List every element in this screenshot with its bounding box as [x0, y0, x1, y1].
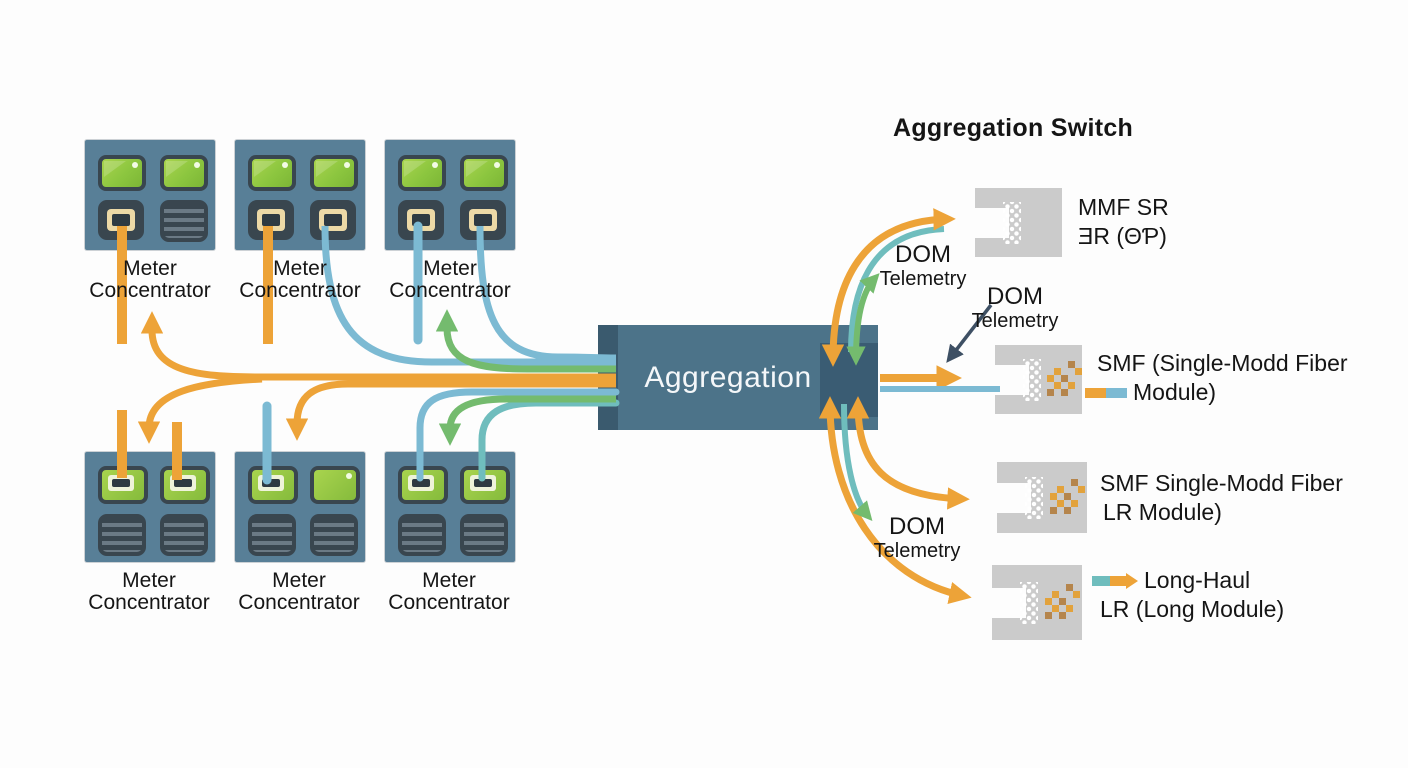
- smf-cable-legend-icon: [1085, 387, 1127, 398]
- diagram-title: Aggregation Switch: [893, 114, 1134, 142]
- meter-concentrator-box-bottom-1: [85, 452, 215, 562]
- green-cable-port: [460, 466, 510, 504]
- vent-port: [160, 514, 208, 556]
- trunk-orange-down-arrow: [285, 380, 616, 441]
- uplink-orange-to-long-haul: [818, 396, 972, 604]
- transceiver-cage: [820, 343, 878, 417]
- green-cable-port: [398, 466, 448, 504]
- transceiver-module-smf-lr: [997, 462, 1087, 533]
- led-indicator: [98, 155, 146, 191]
- dom-telemetry-label-2: DOM Telemetry: [971, 283, 1059, 333]
- branch-orange-down-arrow: [137, 375, 263, 444]
- dom-telemetry-label-1: DOM Telemetry: [879, 241, 967, 291]
- led-indicator: [398, 155, 446, 191]
- fiber-ferrule-texture: [1020, 582, 1038, 624]
- aggregation-switch-box: Aggregation: [598, 325, 878, 430]
- fiber-ferrule-texture: [1025, 477, 1043, 519]
- fiber-ferrule-texture: [1023, 359, 1041, 401]
- trunk-orange-up-arrow: [140, 311, 616, 381]
- led-indicator: [460, 155, 508, 191]
- module-circuit-pixels: [1045, 598, 1052, 605]
- smf-lr-module-label: SMF Single-Modd Fiber LR Module): [1100, 470, 1343, 525]
- vent-port: [248, 514, 296, 556]
- green-cable-port: [248, 466, 298, 504]
- meter-concentrator-box-top-1: [85, 140, 215, 250]
- vent-port: [398, 514, 446, 556]
- long-haul-module-label: Long-Haul LR (Long Module): [1092, 566, 1284, 624]
- long-haul-arrow-legend-icon: [1092, 572, 1138, 589]
- transceiver-module-smf: [995, 345, 1082, 414]
- trunk-green-up-arrow: [435, 309, 616, 373]
- vent-port: [98, 514, 146, 556]
- cable-port: [248, 200, 294, 240]
- transceiver-module-mmf: [975, 188, 1062, 257]
- green-cable-port: [160, 466, 210, 504]
- vent-port: [310, 514, 358, 556]
- meter-concentrator-box-top-3: [385, 140, 515, 250]
- smf-module-label: SMF (Single-Modd Fiber Module): [1085, 349, 1348, 407]
- cable-port: [460, 200, 506, 240]
- cable-port: [98, 200, 144, 240]
- green-cable-port: [98, 466, 148, 504]
- cable-port: [398, 200, 444, 240]
- module-circuit-pixels: [1047, 375, 1054, 382]
- meter-concentrator-box-bottom-3: [385, 452, 515, 562]
- led-indicator: [310, 466, 360, 504]
- led-indicator: [160, 155, 208, 191]
- dom-telemetry-label-3: DOM Telemetry: [873, 513, 961, 563]
- fiber-ferrule-texture: [1003, 202, 1021, 244]
- vent-port: [460, 514, 508, 556]
- mmf-module-label: MMF SR ƎR (ΘƤ): [1078, 194, 1169, 249]
- transceiver-module-long-haul: [992, 565, 1082, 640]
- meter-concentrator-box-bottom-2: [235, 452, 365, 562]
- led-indicator: [310, 155, 358, 191]
- uplink-port-strip: [598, 325, 618, 430]
- module-circuit-pixels: [1050, 493, 1057, 500]
- vent-port: [160, 200, 208, 242]
- aggregation-label: Aggregation: [644, 360, 812, 394]
- trunk-green-down-arrow: [438, 395, 616, 446]
- cable-port: [310, 200, 356, 240]
- led-indicator: [248, 155, 296, 191]
- meter-concentrator-box-top-2: [235, 140, 365, 250]
